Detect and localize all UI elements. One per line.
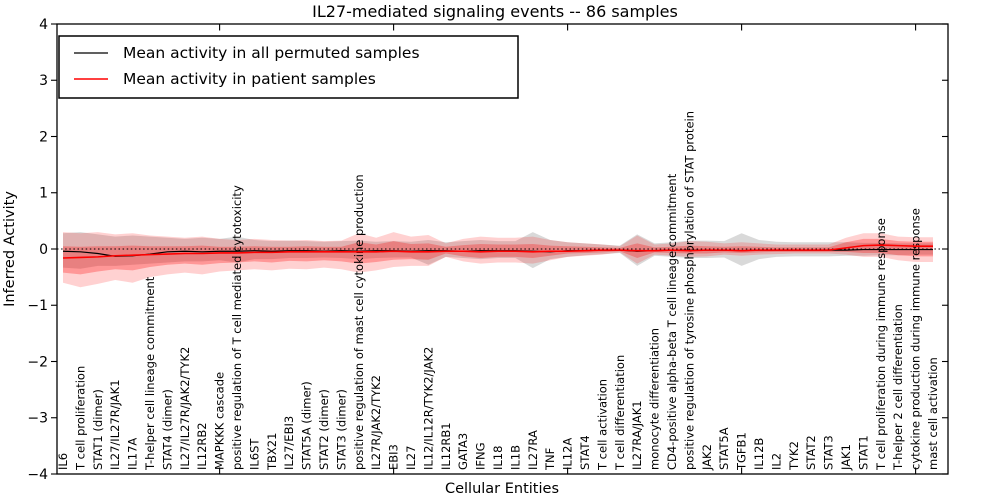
x-category-label: cytokine production during immune respon… — [909, 208, 923, 470]
legend-label-permuted: Mean activity in all permuted samples — [123, 44, 420, 62]
x-category-label: STAT5A (dimer) — [300, 381, 314, 470]
x-category-label: STAT2 (dimer) — [317, 389, 331, 470]
y-axis-label: Inferred Activity — [2, 191, 18, 307]
x-category-label: T cell differentiation — [613, 355, 627, 471]
y-tick-label: −1 — [27, 298, 48, 314]
x-category-label: positive regulation of T cell mediated c… — [230, 185, 244, 470]
y-tick-label: 4 — [39, 17, 48, 33]
x-category-label: STAT4 (dimer) — [160, 389, 174, 470]
x-category-label: IL27RA/JAK1 — [630, 400, 644, 470]
x-category-label: STAT1 (dimer) — [91, 389, 105, 470]
x-category-label: IL1B — [508, 445, 522, 470]
x-category-label: IL2 — [769, 453, 783, 470]
x-category-label: mast cell activation — [926, 357, 940, 470]
x-category-label: IL27/IL27R/JAK1 — [108, 379, 122, 470]
x-category-label: IL12B — [752, 438, 766, 470]
x-category-label: T cell activation — [595, 379, 609, 471]
x-category-label: IL27/EBI3 — [282, 416, 296, 470]
legend-label-patient: Mean activity in patient samples — [123, 70, 376, 88]
x-category-label: IL27/IL27R/JAK2/TYK2 — [178, 347, 192, 470]
x-category-label: TNF — [543, 448, 557, 471]
x-category-label: STAT1 — [856, 435, 870, 470]
x-category-label: CD4-positive alpha-beta T cell lineage c… — [665, 173, 679, 470]
patient-band-outer — [63, 232, 933, 288]
x-category-label: TYK2 — [787, 441, 801, 471]
patient-band-inner — [63, 238, 933, 275]
x-category-label: IL12A — [561, 438, 575, 470]
x-category-label: IL18 — [491, 446, 505, 470]
y-tick-label: 3 — [39, 73, 48, 89]
x-category-label: T-helper cell lineage commitment — [143, 276, 157, 471]
x-category-label: T cell proliferation during immune respo… — [874, 218, 888, 471]
x-category-label: GATA3 — [456, 433, 470, 470]
y-tick-label: 0 — [39, 242, 48, 258]
series-lines-layer — [57, 244, 948, 259]
x-category-label: IL27R/JAK2/TYK2 — [369, 375, 383, 470]
x-category-label: T-helper 2 cell differentiation — [891, 304, 905, 471]
plot-area-border — [56, 23, 949, 475]
x-category-label: IL17A — [126, 438, 140, 470]
confidence-bands-layer — [63, 232, 933, 288]
patient-mean-line — [62, 244, 933, 259]
axis-ticks-layer: 4 3 2 1 0 −1 −2 −3 −4 — [27, 17, 948, 483]
legend: Mean activity in all permuted samples Me… — [58, 35, 519, 99]
y-tick-label: 1 — [39, 186, 48, 202]
x-category-label: STAT3 — [822, 435, 836, 470]
x-axis-label: Cellular Entities — [445, 481, 559, 497]
y-tick-label: −4 — [27, 467, 48, 483]
x-category-label: MAPKKK cascade — [213, 372, 227, 470]
x-category-label: IL6 — [56, 453, 70, 470]
x-category-label: IL27 — [404, 446, 418, 470]
legend-box — [58, 35, 519, 99]
x-category-label: IL6ST — [247, 438, 261, 470]
x-category-label: JAK1 — [839, 444, 853, 471]
x-category-label: STAT5A — [717, 427, 731, 470]
x-category-label: monocyte differentiation — [648, 328, 662, 470]
x-category-label: IL12RB1 — [439, 422, 453, 470]
x-category-label: T cell proliferation — [73, 366, 87, 471]
x-category-label: positive regulation of mast cell cytokin… — [352, 174, 366, 470]
y-tick-label: 2 — [39, 129, 48, 145]
x-category-label: IFNG — [474, 442, 488, 470]
x-category-label: positive regulation of tyrosine phosphor… — [682, 111, 696, 470]
x-category-label: STAT3 (dimer) — [334, 389, 348, 470]
x-category-label: EBI3 — [387, 444, 401, 470]
x-category-label: IL12RB2 — [195, 422, 209, 470]
chart-title: IL27-mediated signaling events -- 86 sam… — [312, 2, 678, 21]
x-category-label: IL12/IL12R/TYK2/JAK2 — [421, 347, 435, 470]
x-category-label: IL27RA — [526, 430, 540, 470]
x-category-label: STAT2 — [804, 435, 818, 470]
x-category-label: TBX21 — [265, 433, 279, 471]
x-category-label: JAK2 — [700, 444, 714, 471]
x-category-label: TGFB1 — [735, 432, 749, 471]
y-tick-label: −3 — [27, 411, 48, 427]
x-category-label: STAT4 — [578, 435, 592, 470]
y-tick-label: −2 — [27, 354, 48, 370]
